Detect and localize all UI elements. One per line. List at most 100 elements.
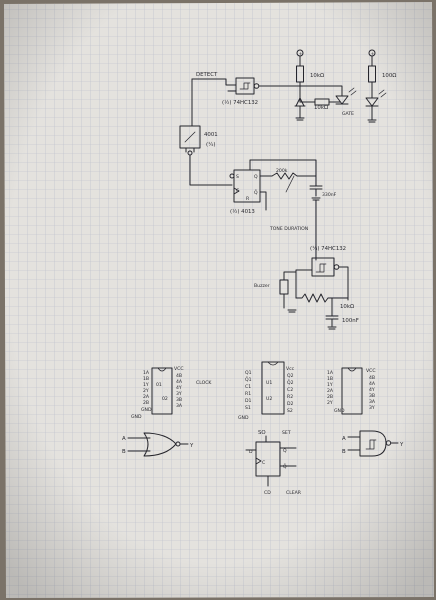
schmitt-nand-top xyxy=(227,77,301,95)
svg-text:U1: U1 xyxy=(266,380,272,386)
svg-text:1A: 1A xyxy=(327,370,334,376)
svg-text:02: 02 xyxy=(162,396,168,402)
svg-text:2B: 2B xyxy=(327,394,333,400)
svg-text:4A: 4A xyxy=(176,379,183,385)
svg-text:S: S xyxy=(236,174,239,180)
svg-text:CD: CD xyxy=(264,490,271,496)
gnd-label-1: GND xyxy=(131,414,142,420)
gnd-label-2: GND xyxy=(238,415,249,421)
vcc-label-3: VCC xyxy=(366,368,376,374)
svg-text:3Y: 3Y xyxy=(176,391,182,397)
svg-text:Q1: Q1 xyxy=(245,370,252,376)
ic-74hc132-mid-label: (¼) 74HC132 xyxy=(310,246,346,252)
svg-text:D1: D1 xyxy=(245,398,252,404)
svg-text:CLEAR: CLEAR xyxy=(286,490,302,496)
flipflop-4013: S Q C Q̄ R xyxy=(229,169,273,203)
svg-text:U2: U2 xyxy=(266,396,272,402)
cap-100nf-label: 100nF xyxy=(342,318,359,324)
ic-4013-label: (½) 4013 xyxy=(230,208,255,215)
svg-text:4Y: 4Y xyxy=(176,385,182,391)
svg-text:1Y: 1Y xyxy=(143,382,149,388)
buzzer-label: Buzzer xyxy=(254,283,270,289)
pot-200k-label: 200k xyxy=(276,168,288,174)
svg-text:R2: R2 xyxy=(287,394,293,400)
svg-text:2A: 2A xyxy=(327,388,334,394)
svg-text:+: + xyxy=(299,51,303,57)
svg-text:Q̄: Q̄ xyxy=(283,463,287,470)
svg-text:01: 01 xyxy=(156,382,162,388)
svg-text:2A: 2A xyxy=(143,394,150,400)
vcc-label-1: VCC xyxy=(174,366,184,372)
svg-text:C2: C2 xyxy=(287,387,293,393)
pinout-4013: Q1 Q̄1 C1 R1 D1 S1 Vcc Q2 Q̄2 C2 R2 D2 S… xyxy=(238,361,295,421)
svg-text:A: A xyxy=(122,436,126,442)
buzzer-symbol xyxy=(279,271,297,309)
clock-label: CLOCK xyxy=(196,380,212,386)
svg-text:SO: SO xyxy=(258,430,266,436)
svg-text:1Y: 1Y xyxy=(327,382,333,388)
vcc-label-2: Vcc xyxy=(286,366,295,372)
paper-vignette xyxy=(4,2,434,598)
svg-text:Q: Q xyxy=(254,174,258,180)
resistor-10k-bottom xyxy=(295,293,349,303)
svg-text:Q: Q xyxy=(283,448,287,454)
svg-text:R: R xyxy=(246,196,250,202)
svg-text:1A: 1A xyxy=(143,370,150,376)
svg-text:3A: 3A xyxy=(369,399,376,405)
r-100-right-label: 100Ω xyxy=(382,73,396,79)
svg-text:Q2: Q2 xyxy=(287,373,294,379)
svg-text:SET: SET xyxy=(282,430,291,436)
gnd-label-3: GND xyxy=(334,408,345,414)
pinout-74hc132: 1A 1B 1Y 2A 2B 2Y VCC 4B 4A 4Y 3B 3A 3Y … xyxy=(327,367,376,415)
svg-text:3Y: 3Y xyxy=(369,405,375,411)
dff-legend: SO SET D C Q Q̄ CD CLEAR xyxy=(245,430,302,496)
detect-label: DETECT xyxy=(196,72,218,78)
svg-text:D2: D2 xyxy=(287,401,294,407)
led-power xyxy=(365,89,387,123)
schmitt-nand-mid xyxy=(295,257,349,301)
svg-text:Y: Y xyxy=(189,443,194,449)
cap-330nf-label: 330nF xyxy=(322,192,337,198)
svg-text:S1: S1 xyxy=(245,405,251,411)
ic-74hc132-top-label: (½) 74HC132 xyxy=(222,99,258,106)
svg-text:+: + xyxy=(371,51,375,57)
nand-gate-legend: A B Y xyxy=(342,430,404,457)
svg-text:1B: 1B xyxy=(327,376,333,382)
svg-text:C: C xyxy=(262,460,265,466)
svg-text:Q̄2: Q̄2 xyxy=(287,379,294,386)
svg-text:GND: GND xyxy=(141,407,152,413)
svg-text:2Y: 2Y xyxy=(143,388,149,394)
diode-detect xyxy=(294,97,306,121)
gate-label: GATE xyxy=(342,111,354,117)
svg-text:D: D xyxy=(249,449,253,455)
svg-text:2Y: 2Y xyxy=(327,400,333,406)
svg-text:3B: 3B xyxy=(176,397,182,403)
svg-text:R1: R1 xyxy=(245,391,251,397)
potentiometer-200k xyxy=(271,172,317,180)
tone-duration-label: TONE DURATION xyxy=(269,226,308,232)
nor-gate-legend: A B Y xyxy=(122,432,194,457)
svg-text:4B: 4B xyxy=(369,375,375,381)
ic-4001-part-label: (¼) xyxy=(206,142,215,148)
svg-text:4Y: 4Y xyxy=(369,387,375,393)
svg-text:1B: 1B xyxy=(143,376,149,382)
svg-text:A: A xyxy=(342,436,346,442)
ic-4001-label: 4001 xyxy=(204,132,218,138)
detect-wire xyxy=(191,78,237,86)
svg-text:4A: 4A xyxy=(369,381,376,387)
main-circuit: DETECT (½) 74HC132 + 10kΩ 10kΩ xyxy=(179,49,396,330)
r-10k-mid-label: 10kΩ xyxy=(314,105,328,111)
svg-text:B: B xyxy=(342,449,346,455)
svg-text:2B: 2B xyxy=(143,400,149,406)
svg-text:Q̄: Q̄ xyxy=(254,189,258,196)
svg-text:3A: 3A xyxy=(176,403,183,409)
svg-text:B: B xyxy=(122,449,126,455)
svg-text:Y: Y xyxy=(399,442,404,448)
r-10k-bottom-label: 10kΩ xyxy=(340,304,354,310)
svg-text:S2: S2 xyxy=(287,408,293,414)
pinout-4001: 1A 1B 1Y 2Y 2A 2B GND VCC 4B 4A 4Y 3Y 3B… xyxy=(131,366,184,420)
svg-text:C: C xyxy=(236,188,239,194)
r-10k-top-label: 10kΩ xyxy=(310,73,324,79)
svg-text:Q̄1: Q̄1 xyxy=(245,376,252,383)
